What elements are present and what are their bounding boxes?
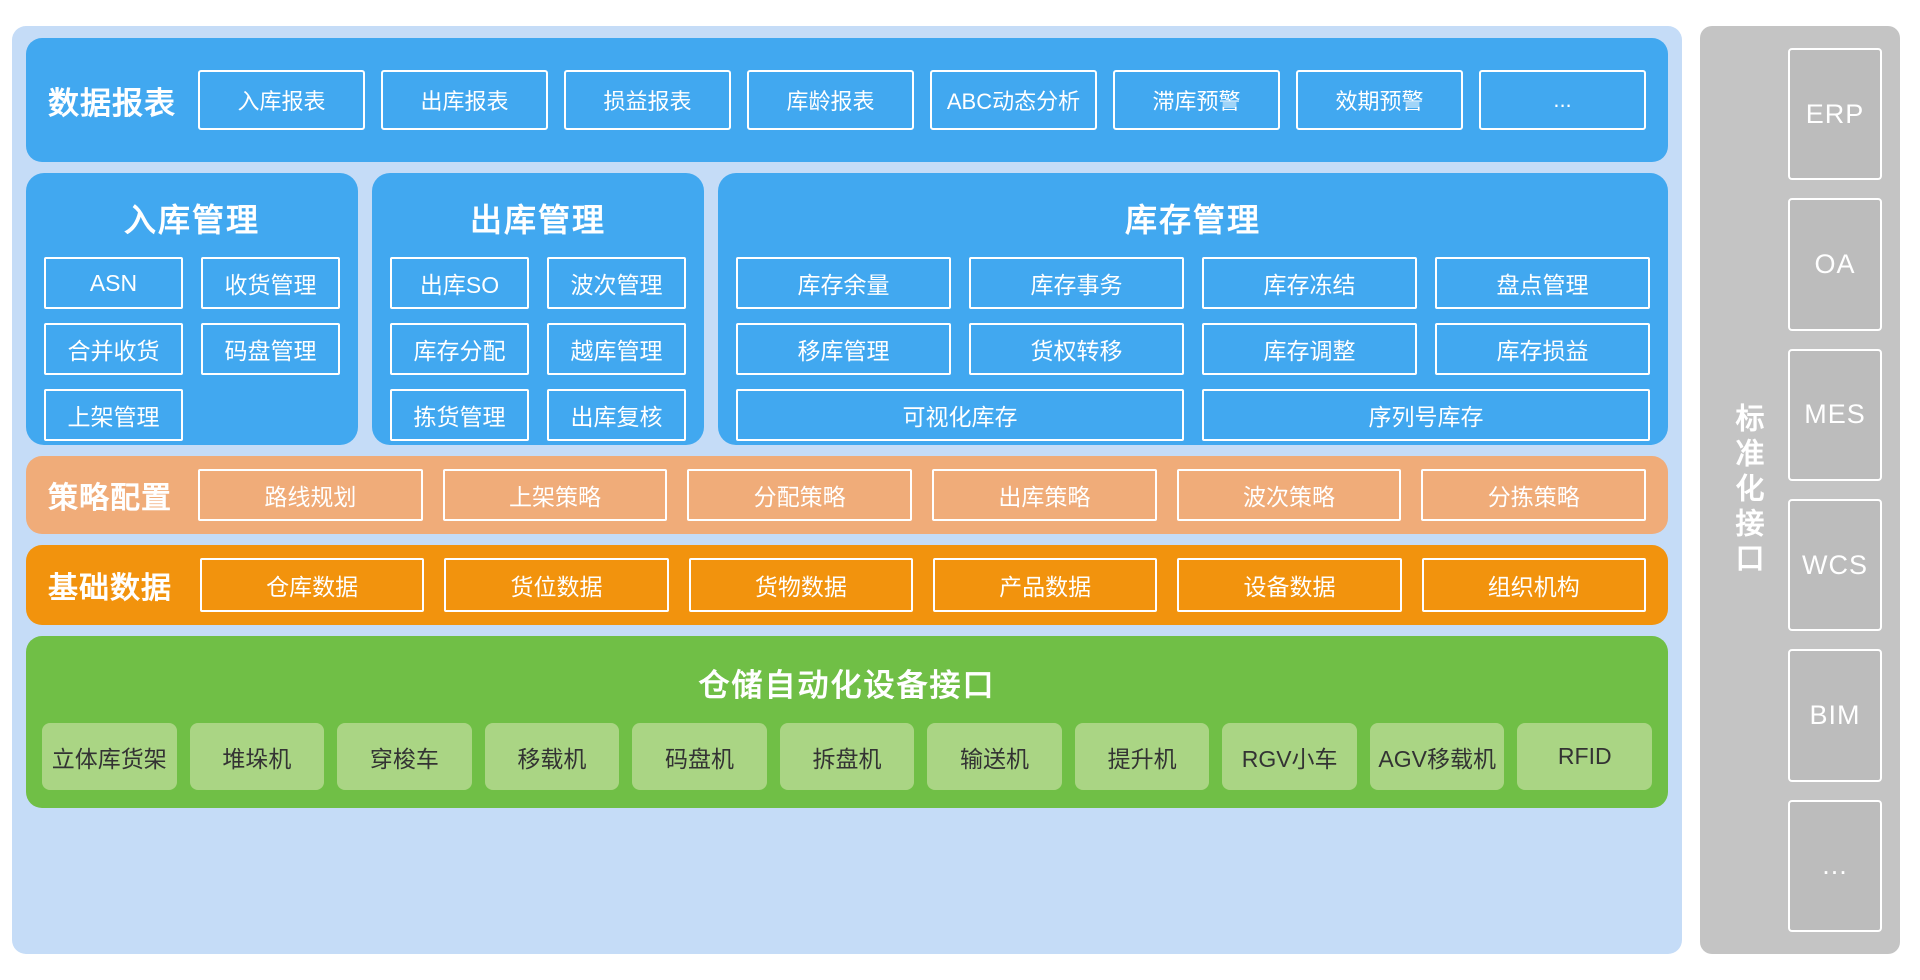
report-chip-abc-analysis[interactable]: ABC动态分析 <box>930 70 1097 130</box>
base-data-chip-organization[interactable]: 组织机构 <box>1421 558 1646 612</box>
outbound-cell-so[interactable]: 出库SO <box>390 257 529 309</box>
inbound-management-grid: ASN 收货管理 合并收货 码盘管理 上架管理 <box>44 257 340 441</box>
inventory-cell-balance[interactable]: 库存余量 <box>736 257 951 309</box>
inbound-cell-placeholder <box>201 389 340 441</box>
outbound-cell-wave[interactable]: 波次管理 <box>547 257 686 309</box>
policy-chip-route-planning[interactable]: 路线规划 <box>198 469 423 521</box>
standard-interface-items: ERP OA MES WCS BIM ... <box>1788 48 1882 932</box>
equipment-chip-lifter[interactable]: 提升机 <box>1074 723 1210 790</box>
base-data-chip-product[interactable]: 产品数据 <box>932 558 1158 612</box>
base-data-chip-equipment[interactable]: 设备数据 <box>1177 558 1402 612</box>
inbound-management-title: 入库管理 <box>123 202 260 238</box>
inventory-cell-profit-loss[interactable]: 库存损益 <box>1435 323 1650 375</box>
inbound-cell-merge-receiving[interactable]: 合并收货 <box>44 323 183 375</box>
data-reports-title: 数据报表 <box>48 85 176 121</box>
interface-chip-bim[interactable]: BIM <box>1788 649 1882 782</box>
policy-chip-wave[interactable]: 波次策略 <box>1176 469 1402 521</box>
equipment-chip-depalletizer[interactable]: 拆盘机 <box>779 723 915 790</box>
policy-chip-outbound[interactable]: 出库策略 <box>932 469 1157 521</box>
management-row: 入库管理 ASN 收货管理 合并收货 码盘管理 上架管理 出库管理 出库SO 波… <box>26 173 1668 445</box>
wms-architecture-panel: 数据报表 入库报表 出库报表 损益报表 库龄报表 ABC动态分析 滞库预警 效期… <box>12 26 1682 954</box>
inventory-cell-visual-inventory[interactable]: 可视化库存 <box>736 389 1184 441</box>
interface-chip-erp[interactable]: ERP <box>1788 48 1882 181</box>
policy-chip-allocation[interactable]: 分配策略 <box>687 469 913 521</box>
report-chip-profit-loss[interactable]: 损益报表 <box>564 70 731 130</box>
equipment-chip-rgv[interactable]: RGV小车 <box>1222 723 1357 790</box>
outbound-management-title: 出库管理 <box>469 202 606 238</box>
policy-config-band: 策略配置 路线规划 上架策略 分配策略 出库策略 波次策略 分拣策略 <box>26 456 1668 534</box>
report-chip-stock-age[interactable]: 库龄报表 <box>747 70 914 130</box>
equipment-chip-shuttle[interactable]: 穿梭车 <box>337 723 472 790</box>
automation-equipment-band: 仓储自动化设备接口 立体库货架 堆垛机 穿梭车 移载机 码盘机 拆盘机 输送机 … <box>26 636 1668 808</box>
equipment-chip-transfer-machine[interactable]: 移载机 <box>484 723 620 790</box>
inventory-cell-stocktaking[interactable]: 盘点管理 <box>1435 257 1650 309</box>
outbound-management-box: 出库管理 出库SO 波次管理 库存分配 越库管理 拣货管理 出库复核 <box>372 173 704 445</box>
base-data-chip-warehouse[interactable]: 仓库数据 <box>200 558 425 612</box>
policy-config-title: 策略配置 <box>48 482 172 515</box>
inbound-management-box: 入库管理 ASN 收货管理 合并收货 码盘管理 上架管理 <box>26 173 358 445</box>
equipment-chip-asrs-rack[interactable]: 立体库货架 <box>42 723 177 790</box>
inventory-cell-freeze[interactable]: 库存冻结 <box>1202 257 1417 309</box>
base-data-items: 仓库数据 货位数据 货物数据 产品数据 设备数据 组织机构 <box>200 558 1646 612</box>
outbound-cell-picking[interactable]: 拣货管理 <box>390 389 529 441</box>
interface-chip-mes[interactable]: MES <box>1788 348 1882 481</box>
report-chip-outbound[interactable]: 出库报表 <box>381 70 548 130</box>
report-chip-slow-moving-alert[interactable]: 滞库预警 <box>1113 70 1280 130</box>
data-reports-band: 数据报表 入库报表 出库报表 损益报表 库龄报表 ABC动态分析 滞库预警 效期… <box>26 38 1668 162</box>
inventory-cell-serial-inventory[interactable]: 序列号库存 <box>1202 389 1650 441</box>
inbound-cell-putaway[interactable]: 上架管理 <box>44 389 183 441</box>
equipment-chip-conveyor[interactable]: 输送机 <box>927 723 1062 790</box>
equipment-chip-agv[interactable]: AGV移载机 <box>1369 723 1505 790</box>
report-chip-expiry-alert[interactable]: 效期预警 <box>1296 70 1463 130</box>
inbound-cell-receiving[interactable]: 收货管理 <box>201 257 340 309</box>
equipment-chip-palletizer[interactable]: 码盘机 <box>632 723 767 790</box>
data-reports-items: 入库报表 出库报表 损益报表 库龄报表 ABC动态分析 滞库预警 效期预警 ..… <box>198 70 1646 130</box>
inventory-cell-transfer[interactable]: 移库管理 <box>736 323 951 375</box>
equipment-chip-rfid[interactable]: RFID <box>1517 723 1653 790</box>
standard-interface-title: 标准化接口 <box>1731 402 1763 578</box>
base-data-chip-location[interactable]: 货位数据 <box>444 558 669 612</box>
base-data-chip-goods[interactable]: 货物数据 <box>688 558 913 612</box>
policy-chip-sorting[interactable]: 分拣策略 <box>1421 469 1647 521</box>
outbound-cell-allocation[interactable]: 库存分配 <box>390 323 529 375</box>
inbound-cell-palletizing[interactable]: 码盘管理 <box>201 323 340 375</box>
report-chip-inbound[interactable]: 入库报表 <box>198 70 365 130</box>
interface-chip-wcs[interactable]: WCS <box>1788 498 1882 632</box>
automation-equipment-items: 立体库货架 堆垛机 穿梭车 移载机 码盘机 拆盘机 输送机 提升机 RGV小车 … <box>42 723 1653 790</box>
inventory-cell-adjustment[interactable]: 库存调整 <box>1202 323 1417 375</box>
inbound-cell-asn[interactable]: ASN <box>44 257 183 309</box>
inventory-management-grid: 库存余量 库存事务 库存冻结 盘点管理 移库管理 货权转移 库存调整 库存损益 … <box>736 257 1650 441</box>
inventory-cell-ownership-transfer[interactable]: 货权转移 <box>969 323 1184 375</box>
outbound-cell-crossdock[interactable]: 越库管理 <box>547 323 686 375</box>
base-data-band: 基础数据 仓库数据 货位数据 货物数据 产品数据 设备数据 组织机构 <box>26 545 1668 625</box>
interface-chip-more[interactable]: ... <box>1788 799 1882 932</box>
policy-chip-putaway[interactable]: 上架策略 <box>442 469 668 521</box>
automation-equipment-title: 仓储自动化设备接口 <box>698 668 996 703</box>
interface-chip-oa[interactable]: OA <box>1788 198 1882 331</box>
equipment-chip-stacker-crane[interactable]: 堆垛机 <box>189 723 325 790</box>
standard-interface-panel: 标准化接口 ERP OA MES WCS BIM ... <box>1700 26 1900 954</box>
outbound-cell-recheck[interactable]: 出库复核 <box>547 389 686 441</box>
outbound-management-grid: 出库SO 波次管理 库存分配 越库管理 拣货管理 出库复核 <box>390 257 686 441</box>
inventory-cell-transaction[interactable]: 库存事务 <box>969 257 1184 309</box>
inventory-management-title: 库存管理 <box>1124 202 1261 238</box>
policy-config-items: 路线规划 上架策略 分配策略 出库策略 波次策略 分拣策略 <box>198 469 1647 521</box>
base-data-title: 基础数据 <box>48 572 172 605</box>
report-chip-more[interactable]: ... <box>1479 70 1646 130</box>
inventory-management-box: 库存管理 库存余量 库存事务 库存冻结 盘点管理 移库管理 货权转移 库存调整 … <box>718 173 1668 445</box>
